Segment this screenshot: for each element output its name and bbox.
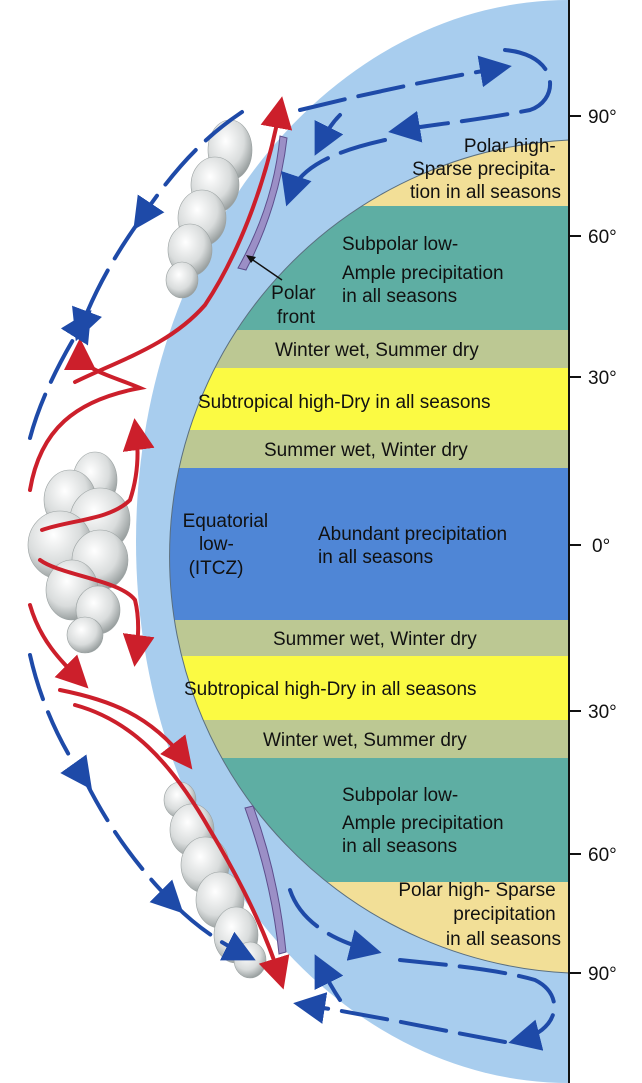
cool-air-arrow-icon [28, 309, 92, 440]
cool-air-arrow-icon [83, 778, 184, 914]
latitude-label-90n: 90° [588, 107, 617, 128]
polar-front-label: Polar front [271, 283, 321, 328]
band-south-winter-wet [169, 720, 569, 758]
cool-air-arrows [28, 48, 557, 1051]
zone-label-north-polar-high: Polar high- Sparse precipita- tion in al… [410, 136, 561, 203]
latitude-label-30s: 30° [588, 702, 617, 723]
warm-air-arrow-icon [73, 96, 293, 384]
zone-label-south-polar-high: Polar high- Sparse precipitation in all … [398, 880, 561, 950]
latitude-label-60n: 60° [588, 227, 617, 248]
zone-label-south-subtropical-high: Subtropical high-Dry in all seasons [184, 679, 477, 700]
earth-surface-outline [169, 139, 570, 974]
cool-air-arrow-icon [173, 903, 256, 961]
cool-air-arrow-icon [281, 138, 387, 207]
warm-air-arrow-icon [73, 703, 290, 990]
zone-label-south-winter-wet: Winter wet, Summer dry [263, 730, 467, 751]
polar-front-pointer [249, 257, 283, 281]
band-south-subtropical-high [169, 656, 569, 720]
cool-air-arrow-icon [388, 48, 553, 143]
latitude-label-60s: 60° [588, 845, 617, 866]
cool-air-arrow-icon [314, 954, 344, 1002]
cool-air-arrow-icon [398, 958, 557, 1051]
warm-air-arrow-icon [28, 603, 89, 689]
latitude-label-90s: 90° [588, 964, 617, 985]
latitude-label-30n: 30° [588, 368, 617, 389]
cool-air-arrow-icon [288, 888, 382, 961]
cool-air-arrow-icon [293, 992, 507, 1044]
zone-label-south-subpolar-low: Subpolar low- Ample precipitation in all… [342, 785, 509, 857]
zone-label-south-summer-wet: Summer wet, Winter dry [273, 629, 477, 650]
zone-label-north-summer-wet: Summer wet, Winter dry [264, 440, 468, 461]
band-equatorial [169, 468, 569, 620]
cloud-icon [27, 451, 131, 654]
polar-front-pointer-head [246, 255, 256, 263]
cool-air-arrow-icon [298, 55, 512, 112]
zone-label-equatorial-precip: Abundant precipitation in all seasons [318, 524, 512, 568]
polar-front-south [244, 805, 287, 955]
cool-air-arrow-icon [28, 653, 92, 790]
band-north-winter-wet [169, 330, 569, 368]
band-north-summer-wet [169, 430, 569, 468]
warm-air-arrow-icon [40, 418, 155, 532]
latitude-label-0: 0° [592, 536, 610, 557]
warm-air-arrow-icon [28, 338, 147, 492]
zone-label-north-subpolar-low: Subpolar low- Ample precipitation in all… [342, 234, 509, 307]
cool-air-arrow-icon [133, 110, 244, 230]
zone-label-north-winter-wet: Winter wet, Summer dry [275, 340, 479, 361]
warm-air-arrow-icon [38, 558, 155, 667]
zone-label-equatorial-low: Equatorial low- (ITCZ) [183, 511, 274, 579]
cloud-icon [165, 119, 253, 299]
zone-label-north-subtropical-high: Subtropical high-Dry in all seasons [198, 392, 491, 413]
cool-air-arrow-icon [314, 113, 344, 156]
warm-air-arrows [28, 96, 293, 990]
latitude-ticks [569, 115, 581, 974]
band-north-subtropical-high [169, 368, 569, 430]
cool-air-arrow-icon [72, 218, 142, 342]
warm-air-arrow-icon [58, 688, 193, 770]
band-south-summer-wet [169, 620, 569, 656]
